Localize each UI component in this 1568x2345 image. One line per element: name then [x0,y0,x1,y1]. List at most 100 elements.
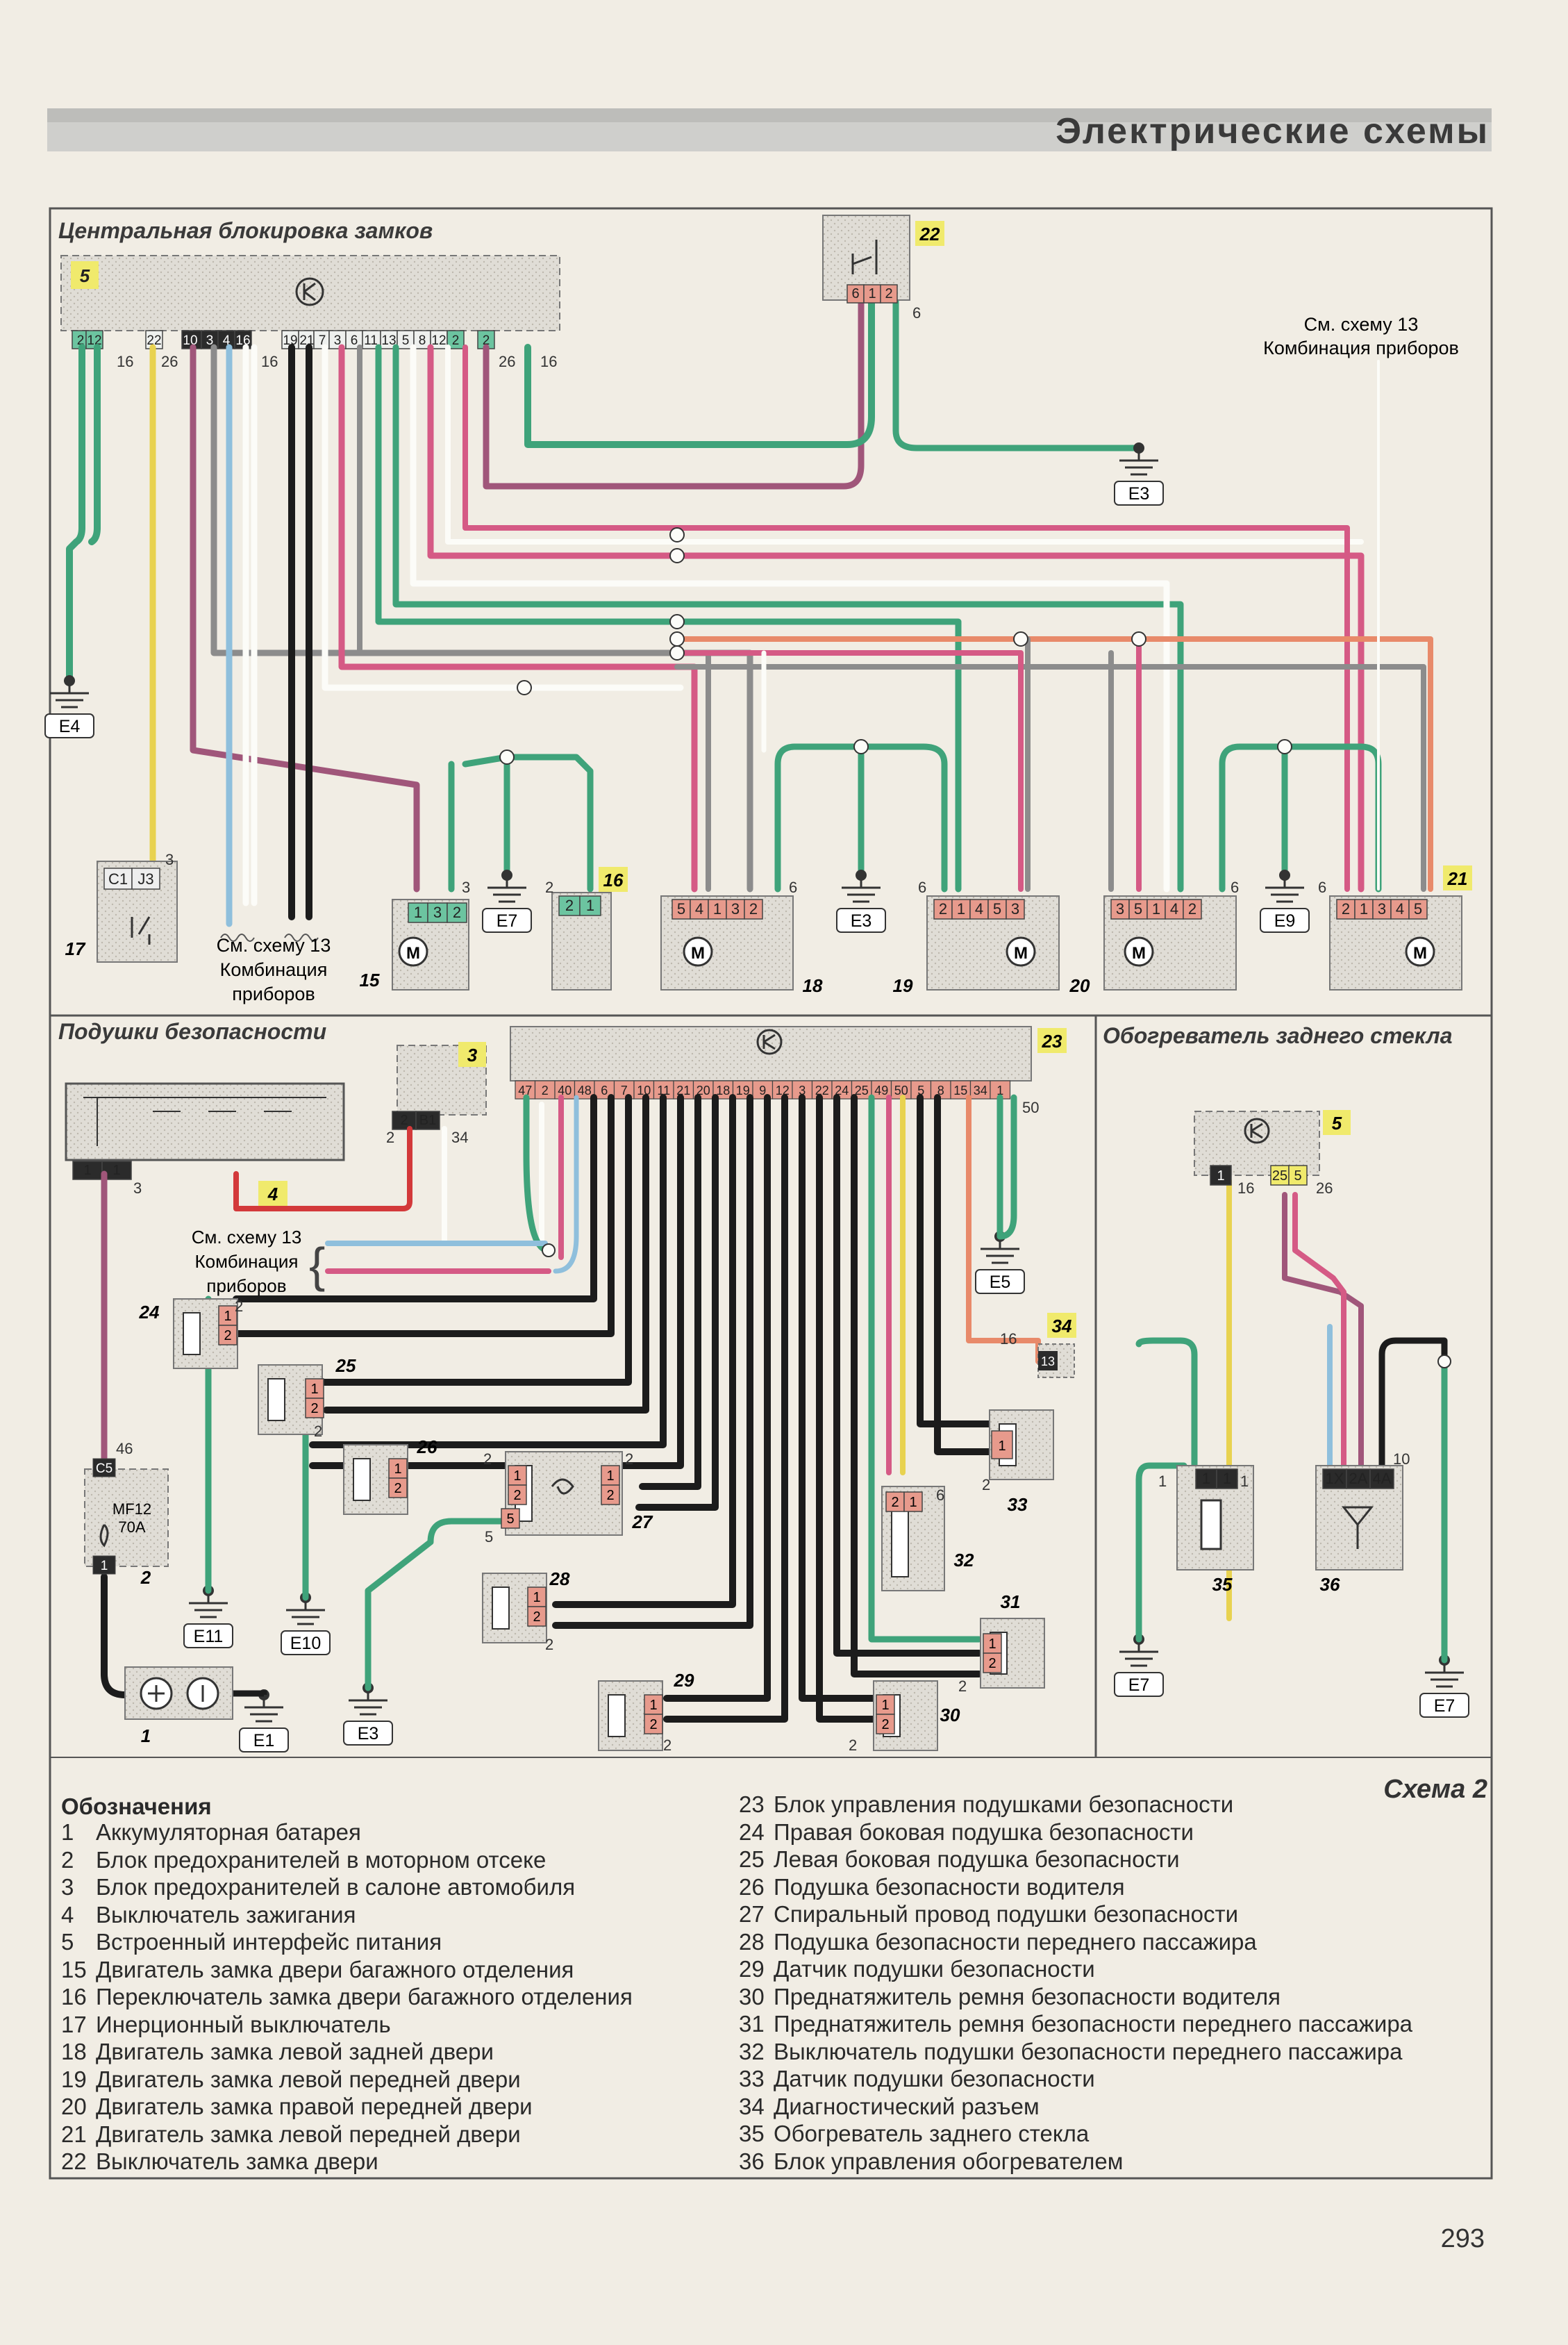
component-number-33: 33 [1008,1494,1028,1515]
bcm-pin: 2 [447,330,465,349]
airbag-component-c28: 12 [482,1573,547,1643]
connector-21-pin: 3 [1372,899,1392,920]
connector-36-pin: 2A [1346,1468,1371,1489]
top-wire-labels: 16 26 16 26 16 6 3 3 2 6 6 6 6 [117,304,1326,896]
connector-18-pin: 2 [744,899,763,920]
component-number-19: 19 [893,975,913,996]
component-number-30: 30 [940,1705,960,1725]
component-label-21 [1443,865,1472,890]
svg-text:1: 1 [1223,1470,1231,1487]
svg-text:2A: 2A [1349,1470,1368,1487]
airbag-splices [542,1243,1451,1368]
ground-e9: E9 [1260,870,1310,933]
legend-text: Выключатель замка двери [96,2148,378,2174]
svg-text:8: 8 [937,1084,944,1097]
svg-text:2: 2 [400,1113,408,1128]
component-number-2: 2 [140,1567,151,1588]
legend-number: 15 [61,1956,87,1982]
connector-18-pin: 3 [726,899,745,920]
svg-text:24: 24 [835,1084,849,1097]
legend-number: 18 [61,2039,87,2064]
cluster-ref-top-line2: Комбинация приборов [1263,338,1459,358]
legend-text: Двигатель замка левой передней двери [96,2066,521,2092]
connector-pin: 1 [218,1305,237,1326]
airbag-component-c26: 12 [343,1444,408,1515]
airbag-ecu-pin: 49 [871,1080,892,1100]
connector-pin: 2 [305,1398,324,1418]
legend-text: Блок управления обогревателем [774,2148,1124,2174]
cluster-ref-air-line2: Комбинация [195,1251,299,1272]
svg-text:12: 12 [776,1084,790,1097]
legend-number: 2 [61,1846,74,1873]
airbag-ecu-pin: 34 [969,1080,991,1100]
svg-text:25: 25 [1272,1168,1287,1184]
connector-pin: 2 [876,1714,895,1734]
connector-18-pin: 5 [672,899,691,920]
svg-text:6: 6 [601,1084,608,1097]
connector-19-pin: 4 [969,899,989,920]
connector-pin: 2 [885,1491,905,1512]
connector-5b-pin: 25 [1270,1165,1290,1186]
svg-text:5: 5 [1294,1168,1301,1184]
relay-symbol [1341,1506,1374,1549]
legend-text: Датчик подушки безопасности [774,1956,1095,1982]
battery-minus-icon [186,1677,219,1710]
svg-text:2: 2 [542,1084,549,1097]
svg-text:1: 1 [414,904,422,921]
legend-text: Аккумуляторная батарея [96,1819,361,1845]
svg-text:1: 1 [649,1698,657,1713]
connector-pin: 1 [983,1633,1002,1654]
component-number-24: 24 [139,1302,160,1323]
svg-text:2: 2 [982,1476,990,1493]
ground-e7-b: E7 [1114,1634,1164,1697]
svg-text:B1: B1 [419,1113,436,1128]
connector-15-pin: 1 [408,902,428,923]
svg-text:2: 2 [885,286,892,301]
svg-text:4A: 4A [1373,1470,1392,1487]
fuse-icon [99,1523,109,1548]
connector-21-pin: 4 [1390,899,1410,920]
svg-text:E3: E3 [1128,484,1150,504]
svg-text:16: 16 [1000,1330,1017,1348]
airbag-ecu-23-box [510,1026,1032,1082]
svg-text:1: 1 [1360,900,1368,918]
svg-text:E3: E3 [358,1724,379,1743]
svg-text:E1: E1 [253,1731,275,1750]
svg-text:J3: J3 [137,870,153,888]
brace-symbol: { [309,1238,325,1292]
heating-element-symbol [1200,1499,1222,1550]
connector-3-pins: 2 B1 [392,1111,440,1130]
svg-text:M: M [1014,944,1028,963]
svg-text:C5: C5 [96,1461,112,1476]
svg-text:2: 2 [386,1129,394,1146]
svg-text:2: 2 [663,1737,672,1754]
svg-text:34: 34 [1052,1316,1072,1336]
component-number-27: 27 [632,1511,653,1532]
svg-text:49: 49 [874,1084,888,1097]
section-title-airbags: Подушки безопасности [58,1019,326,1044]
legend-number: 24 [739,1818,765,1845]
connector-17-pin: C1 [103,868,133,890]
page-number: 293 [1441,2224,1485,2253]
svg-text:5: 5 [1414,900,1422,918]
legend-text: Двигатель замка правой передней двери [96,2094,533,2119]
component-label-5 [71,261,99,289]
connector-pin: 2 [218,1325,237,1345]
svg-text:3: 3 [1378,900,1386,918]
connector-36-pin: 1X [1322,1468,1347,1489]
connector-27-pin: 1 [601,1465,620,1486]
motor-icon: M [683,936,713,967]
legend-text: Выключатель зажигания [96,1901,356,1928]
